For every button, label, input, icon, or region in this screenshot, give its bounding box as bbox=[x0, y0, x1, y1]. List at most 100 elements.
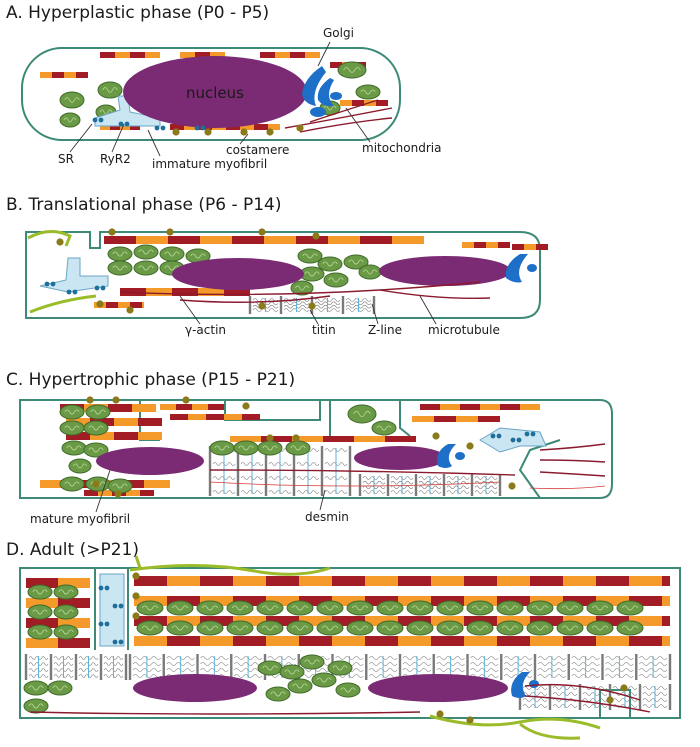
mitochondrion-cristae bbox=[321, 605, 339, 611]
mitochondrion bbox=[59, 91, 85, 109]
mitochondrion-cristae bbox=[621, 605, 639, 611]
mitochondrion bbox=[68, 458, 92, 474]
myofibril-segment bbox=[420, 404, 440, 410]
mitochondrion-cristae bbox=[322, 261, 338, 267]
myofibril-segment bbox=[497, 576, 530, 586]
panel-b-title: B. Translational phase (P6 - P14) bbox=[6, 195, 282, 215]
mitochondrion-cristae bbox=[64, 409, 80, 415]
myofibril-segment bbox=[365, 636, 398, 646]
mitochondrion bbox=[226, 600, 254, 616]
myofibril-segment bbox=[629, 636, 662, 646]
myofibril-segment bbox=[536, 244, 548, 250]
mitochondrion-cristae bbox=[28, 685, 44, 691]
myofibril-segment bbox=[58, 618, 90, 628]
myofibril-segment bbox=[240, 124, 254, 130]
mitochondrion bbox=[556, 620, 584, 636]
mitochondrion-cristae bbox=[231, 605, 249, 611]
myofibril-segment bbox=[629, 616, 662, 626]
mitochondrion-cristae bbox=[66, 445, 82, 451]
ryr2-channel bbox=[118, 639, 124, 645]
myofibril-segment bbox=[596, 596, 629, 606]
myofibril-segment bbox=[198, 288, 224, 296]
mitochondrion bbox=[233, 440, 259, 456]
mitochondrion bbox=[265, 686, 291, 702]
mitochondrion bbox=[47, 680, 73, 696]
mitochondrion-cristae bbox=[32, 629, 48, 635]
mitochondrion bbox=[209, 440, 235, 456]
costamere bbox=[242, 402, 250, 410]
mitochondrion bbox=[136, 600, 164, 616]
ryr2-channel bbox=[118, 121, 124, 127]
mitochondrion-cristae bbox=[340, 687, 356, 693]
panel-c-microtubules bbox=[209, 443, 606, 477]
ryr2-channel bbox=[118, 603, 124, 609]
mitochondrion bbox=[287, 678, 313, 694]
myofibril-segment bbox=[365, 596, 398, 606]
myofibril-segment bbox=[170, 414, 188, 420]
mitochondrion bbox=[358, 264, 382, 280]
mitochondrion-cristae bbox=[621, 625, 639, 631]
myofibril-segment bbox=[328, 236, 360, 244]
myofibril-segment bbox=[98, 490, 112, 496]
costamere bbox=[92, 480, 100, 488]
mitochondrion bbox=[466, 600, 494, 616]
label-immature-myofibril: immature myofibril bbox=[152, 157, 267, 171]
mitochondrion-cristae bbox=[64, 425, 80, 431]
mitochondrion-cristae bbox=[102, 87, 118, 93]
mitochondrion bbox=[133, 244, 159, 260]
mitochondrion bbox=[226, 620, 254, 636]
costamere bbox=[258, 302, 266, 310]
mitochondrion bbox=[586, 620, 614, 636]
mitochondrion-cristae bbox=[262, 665, 278, 671]
ryr2-channel bbox=[112, 639, 118, 645]
myofibril-segment bbox=[233, 616, 266, 626]
mitochondrion bbox=[27, 624, 53, 640]
mitochondrion-cristae bbox=[262, 445, 278, 451]
ryr2-channel bbox=[66, 289, 72, 295]
mitochondrion bbox=[347, 404, 377, 424]
mitochondrion-cristae bbox=[561, 625, 579, 631]
panel-a-nucleus-label: nucleus bbox=[186, 84, 244, 102]
mitochondrion bbox=[335, 682, 361, 698]
myofibril-segment bbox=[464, 636, 497, 646]
mitochondrion-cristae bbox=[58, 589, 74, 595]
mitochondrion bbox=[436, 620, 464, 636]
mitochondrion-cristae bbox=[353, 410, 371, 418]
panel-d-ryr2-clusters bbox=[98, 585, 124, 645]
myofibril-segment bbox=[264, 236, 296, 244]
mitochondrion-cristae bbox=[321, 625, 339, 631]
myofibril-segment bbox=[64, 72, 76, 78]
mitochondrion bbox=[327, 660, 353, 676]
mitochondrion bbox=[355, 84, 381, 100]
myofibril-segment bbox=[184, 124, 198, 130]
myofibril-segment bbox=[500, 404, 520, 410]
myofibril-segment bbox=[26, 598, 58, 608]
mitochondrion-cristae bbox=[591, 625, 609, 631]
myofibril-segment bbox=[138, 418, 162, 426]
label-titin: titin bbox=[312, 323, 336, 337]
mitochondrion-cristae bbox=[58, 629, 74, 635]
myofibril-segment bbox=[106, 302, 118, 308]
panel-c-nucleus-1 bbox=[96, 447, 204, 475]
leader-mitochondria bbox=[345, 107, 371, 143]
myofibril-segment bbox=[360, 236, 392, 244]
mitochondrion bbox=[257, 660, 283, 676]
myofibril-segment bbox=[305, 52, 320, 58]
myofibril-segment bbox=[104, 236, 136, 244]
myofibril-segment bbox=[136, 236, 168, 244]
costamere bbox=[204, 128, 212, 136]
myofibril-segment bbox=[26, 638, 58, 648]
mitochondrion bbox=[346, 620, 374, 636]
panel-a-sr bbox=[94, 95, 161, 127]
myofibril-segment bbox=[530, 576, 563, 586]
myofibril-segment bbox=[168, 236, 200, 244]
mitochondrion bbox=[166, 600, 194, 616]
costamere bbox=[308, 302, 316, 310]
costamere bbox=[258, 228, 266, 236]
mitochondrion bbox=[406, 620, 434, 636]
mitochondrion-cristae bbox=[214, 445, 230, 451]
mitochondrion bbox=[196, 620, 224, 636]
panel-b-mitochondria bbox=[107, 244, 382, 296]
myofibril-segment bbox=[440, 404, 460, 410]
myofibril-segment bbox=[456, 416, 478, 422]
